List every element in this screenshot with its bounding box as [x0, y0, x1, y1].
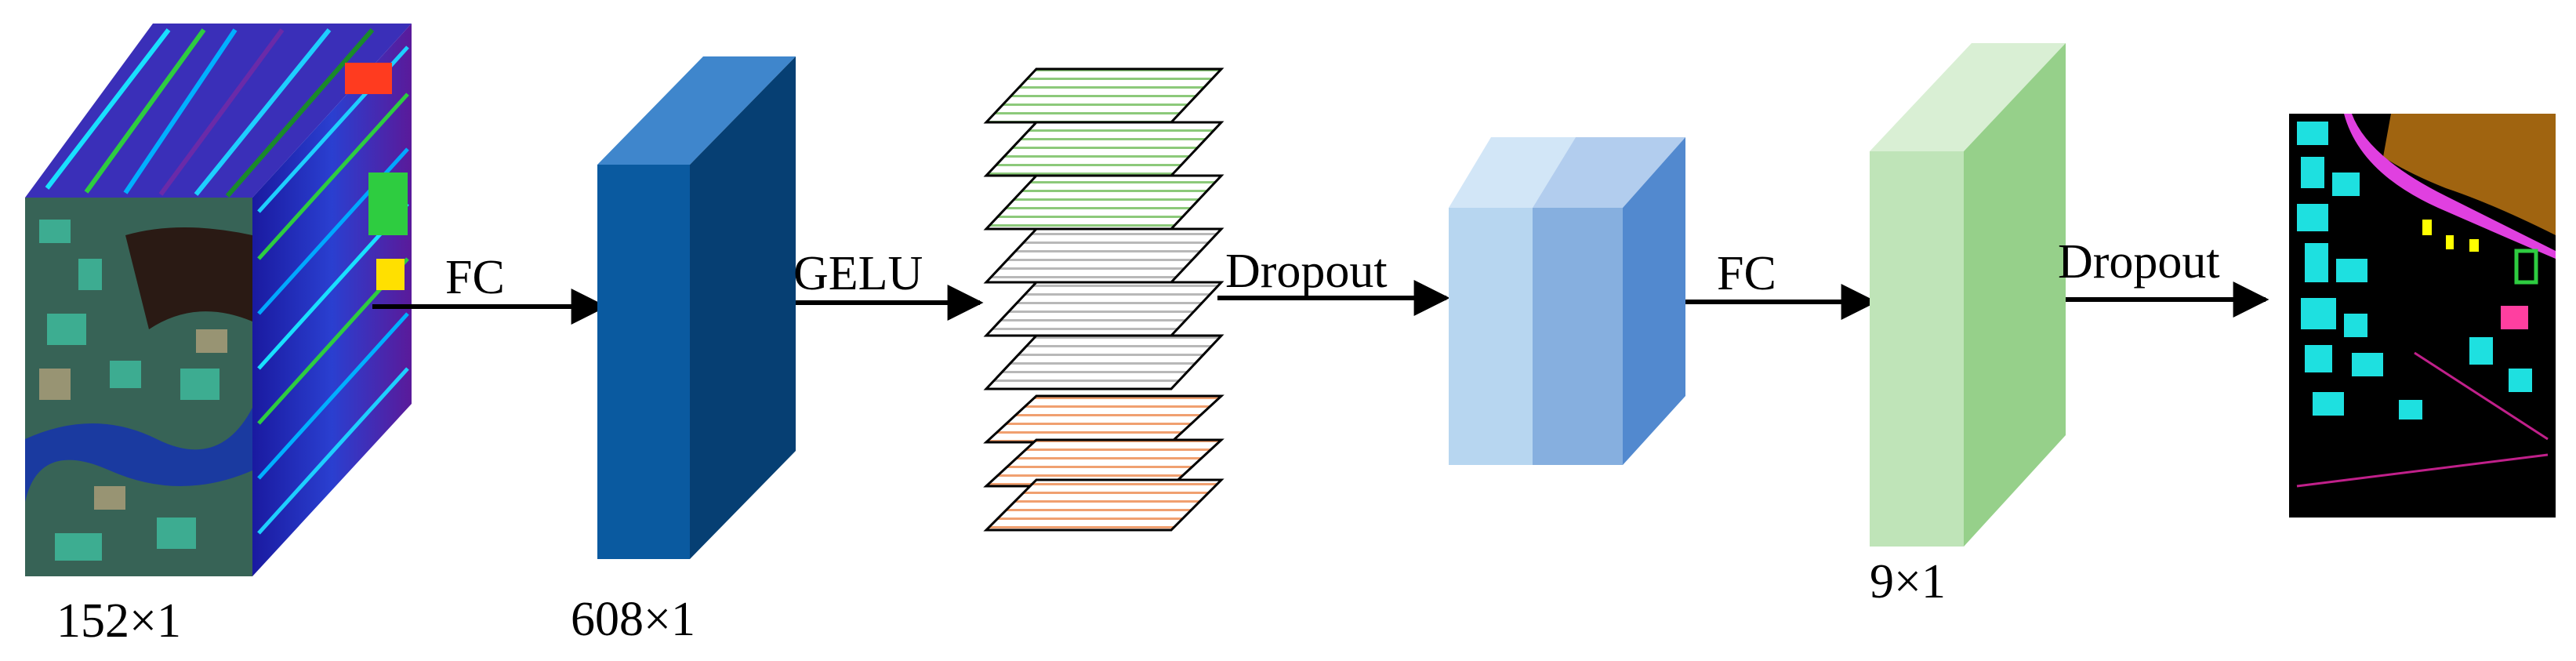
sheet-orange-1 [983, 394, 1225, 444]
op-label-fc1: FC [445, 251, 505, 304]
feature-sheets [983, 67, 1225, 532]
dim-label-input: 152×1 [56, 594, 181, 648]
op-label-gelu: GELU [793, 247, 923, 300]
classification-map-icon [2289, 114, 2556, 518]
fc1-block [597, 56, 796, 559]
dim-label-fc1: 608×1 [571, 593, 695, 646]
sheet-orange-3 [983, 478, 1225, 532]
hyperspectral-cube-icon [25, 24, 412, 576]
dropout-block [1449, 137, 1685, 465]
op-label-dropout1: Dropout [1225, 245, 1388, 298]
dim-label-fc2: 9×1 [1870, 555, 1946, 608]
op-label-dropout2: Dropout [2058, 235, 2220, 289]
op-label-fc2: FC [1717, 247, 1776, 300]
sheet-green-1 [983, 67, 1225, 124]
fc2-block [1870, 43, 2066, 547]
sheet-green-3 [983, 174, 1225, 231]
sheet-gray-1 [983, 227, 1225, 284]
sheet-green-2 [983, 121, 1225, 177]
sheet-gray-3 [983, 334, 1225, 390]
sheet-gray-2 [983, 281, 1225, 337]
